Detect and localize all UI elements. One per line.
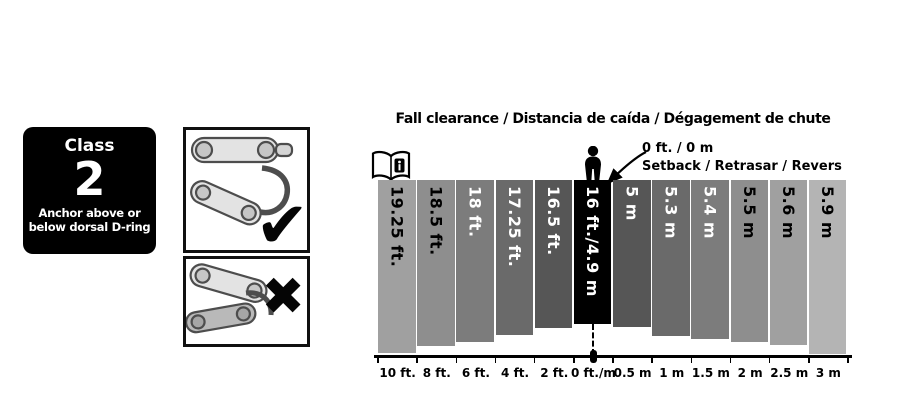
axis-tick-label: 8 ft. bbox=[422, 366, 451, 380]
correct-connection-box: ✔ bbox=[183, 127, 310, 253]
zero-setback-dashed-line bbox=[592, 323, 595, 355]
bar-value-label: 5 m bbox=[622, 186, 642, 221]
axis-tick-label: 1.5 m bbox=[691, 366, 730, 380]
check-icon: ✔ bbox=[255, 189, 309, 253]
clearance-bar: 5.9 m bbox=[808, 180, 847, 354]
incorrect-connection-box: ✖ bbox=[183, 256, 310, 347]
bar-value-label: 18 ft. bbox=[465, 186, 485, 238]
axis-tick-label: 0.5 m bbox=[613, 366, 652, 380]
axis-tick bbox=[690, 358, 693, 363]
axis-tick bbox=[573, 358, 575, 363]
zero-setback-axis-marker bbox=[589, 350, 597, 363]
bar-value-label: 5.6 m bbox=[778, 186, 798, 240]
bar-value-label: 19.25 ft. bbox=[387, 186, 407, 268]
setback-annotation-line2: Setback / Retrasar / Revers bbox=[642, 159, 842, 175]
chart-title: Fall clearance / Distancia de caída / Dé… bbox=[395, 111, 831, 127]
x-axis-line bbox=[374, 355, 852, 358]
person-icon bbox=[576, 145, 610, 187]
axis-tick bbox=[494, 358, 497, 363]
class-description: Anchor above or below dorsal D-ring bbox=[28, 205, 151, 235]
axis-tick bbox=[416, 358, 418, 363]
axis-tick bbox=[729, 358, 732, 363]
bar-value-label: 5.4 m bbox=[700, 186, 720, 240]
axis-tick-label: 10 ft. bbox=[379, 366, 416, 380]
axis-tick bbox=[533, 358, 536, 363]
bar-value-label: 5.9 m bbox=[818, 186, 838, 240]
axis-tick bbox=[612, 358, 614, 363]
clearance-bar: 5.5 m bbox=[730, 180, 769, 342]
bar-value-label: 16.5 ft. bbox=[543, 186, 563, 256]
manual-info-icon bbox=[371, 150, 411, 188]
clearance-bar: 18 ft. bbox=[456, 180, 494, 342]
clearance-bar: 5 m bbox=[613, 180, 651, 328]
carabiner-illustration-correct bbox=[190, 136, 294, 226]
axis-tick-label: 2 ft. bbox=[540, 366, 569, 380]
axis-tick bbox=[768, 358, 771, 363]
clearance-bar: 16.5 ft. bbox=[534, 180, 573, 329]
axis-tick bbox=[847, 358, 849, 363]
clearance-bar: 18.5 ft. bbox=[417, 180, 455, 347]
carabiner-illustration-incorrect bbox=[186, 263, 274, 334]
clearance-bar: 17.25 ft. bbox=[495, 180, 534, 335]
axis-tick-label: 2.5 m bbox=[770, 366, 809, 380]
clearance-bar: 19.25 ft. bbox=[378, 180, 416, 353]
axis-tick-label: 2 m bbox=[737, 366, 763, 380]
bar-value-label: 5.5 m bbox=[739, 186, 759, 240]
axis-tick bbox=[808, 358, 810, 363]
class-rating-box: Class 2 Anchor above or below dorsal D-r… bbox=[23, 127, 156, 254]
bar-value-label: 5.3 m bbox=[661, 186, 681, 240]
bar-value-label: 17.25 ft. bbox=[504, 186, 524, 268]
setback-annotation: 0 ft. / 0 m Setback / Retrasar / Revers bbox=[642, 140, 842, 176]
bar-value-label: 16 ft./4.9 m bbox=[583, 186, 603, 297]
axis-tick-label: 0 ft./m bbox=[570, 366, 616, 380]
axis-tick-label: 3 m bbox=[815, 366, 841, 380]
setback-arrow bbox=[594, 147, 652, 195]
class-label: Class bbox=[64, 136, 115, 156]
axis-tick-label: 4 ft. bbox=[501, 366, 530, 380]
clearance-bar: 5.6 m bbox=[769, 180, 808, 345]
clearance-bar: 5.3 m bbox=[652, 180, 690, 337]
axis-tick bbox=[455, 358, 458, 363]
axis-tick-label: 1 m bbox=[659, 366, 685, 380]
clearance-bar: 5.4 m bbox=[691, 180, 729, 340]
axis-tick bbox=[377, 358, 379, 363]
setback-annotation-line1: 0 ft. / 0 m bbox=[642, 141, 714, 156]
highlight-clearance-bar: 16 ft./4.9 m bbox=[573, 180, 612, 324]
axis-tick-label: 6 ft. bbox=[461, 366, 490, 380]
x-icon: ✖ bbox=[261, 267, 305, 327]
bar-value-label: 18.5 ft. bbox=[426, 186, 446, 256]
class-number: 2 bbox=[73, 152, 106, 206]
axis-tick bbox=[651, 358, 653, 363]
